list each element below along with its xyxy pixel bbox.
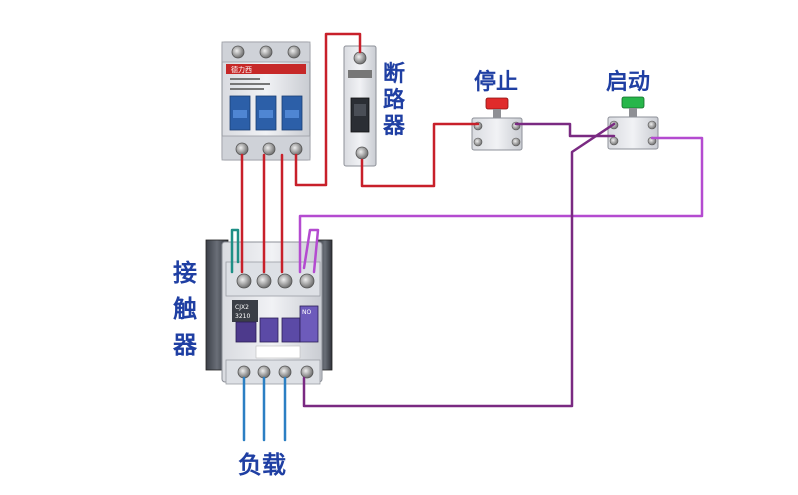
load-label: 负载 bbox=[238, 451, 286, 479]
contactor-model-1: CJX2 bbox=[235, 304, 249, 311]
start-button-cap bbox=[621, 96, 645, 109]
contactor-label: 接 触 器 bbox=[173, 259, 197, 359]
start-button-device bbox=[607, 96, 659, 150]
breaker-label: 断 路 器 bbox=[382, 62, 405, 139]
stop-button-device bbox=[471, 97, 523, 151]
contactor-device: CJX2 3210 NO bbox=[205, 239, 333, 385]
breaker-brand: 德力西 bbox=[231, 65, 252, 74]
control-feed-wire bbox=[294, 32, 362, 187]
stop-feed-wire bbox=[360, 122, 480, 188]
stop-label: 停止 bbox=[474, 70, 519, 95]
start-label: 启动 bbox=[606, 70, 651, 95]
holding-return-wire bbox=[302, 122, 616, 408]
contactor-aux: NO bbox=[302, 309, 311, 316]
contactor-model-2: 3210 bbox=[235, 313, 250, 320]
teal-wire bbox=[230, 228, 240, 274]
stop-start-wire bbox=[514, 122, 616, 138]
single-pole-breaker bbox=[343, 45, 377, 167]
stop-button-cap bbox=[485, 97, 509, 110]
aux-top-wire bbox=[302, 228, 320, 274]
three-pole-breaker: 德力西 bbox=[221, 41, 311, 161]
start-coil-wire bbox=[298, 136, 704, 274]
